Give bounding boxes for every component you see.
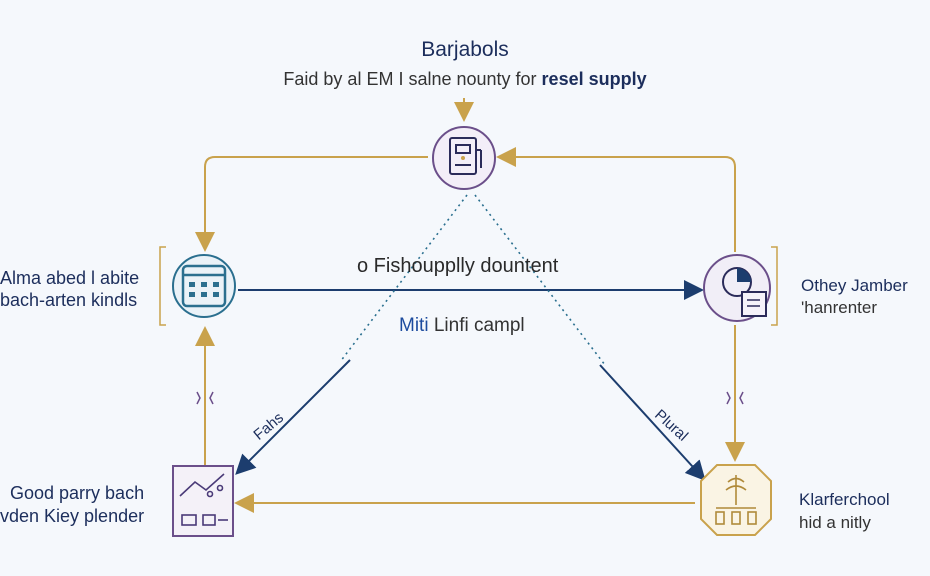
tick-marks-left [196, 391, 214, 405]
tree-emblem-icon [715, 475, 757, 525]
bottom-right-node-sublabel: hid a nitly [799, 513, 871, 532]
diagram-title: Barjabols [421, 38, 509, 61]
tick-marks-right [726, 391, 744, 405]
bottom-left-node-label: Good parry bach [10, 483, 145, 503]
mid-label: Miti Linfi campl [399, 315, 525, 337]
diagram-subtitle: Faid by al EM I salne nounty for resel s… [0, 69, 930, 90]
mid-label-rest: Linfi campl [428, 315, 525, 336]
calendar-icon [181, 264, 227, 308]
map-node[interactable] [172, 465, 234, 537]
document-chart-icon [722, 267, 767, 317]
subtitle-highlight: resel supply [541, 69, 647, 89]
bracket-right [771, 246, 778, 326]
calendar-node[interactable] [172, 254, 236, 318]
bottom-right-node-label: Klarferchool [799, 490, 890, 509]
dotted-right [474, 194, 606, 366]
map-icon [179, 473, 228, 526]
left-node-label: Alma abed l abite [0, 268, 140, 288]
printer-node[interactable] [432, 126, 496, 190]
connector-right-diagonal [599, 364, 706, 481]
printer-icon [449, 137, 482, 175]
center-edge-label: o Fishoupplly dountent [357, 255, 559, 277]
left-node-sublabel: bach-arten kindls [0, 290, 138, 310]
dotted-left [339, 194, 468, 363]
subtitle-prefix: Faid by al EM I salne nounty for [283, 69, 542, 89]
bottom-left-node-sublabel: vden Kiey plender [0, 506, 145, 526]
mid-label-highlight: Miti [399, 315, 429, 336]
connector-top-right [496, 147, 736, 252]
right-node-sublabel: 'hanrenter [801, 298, 878, 317]
connector-left-diagonal [235, 359, 351, 475]
right-node-label: Othey Jamber [801, 276, 908, 295]
badge-node[interactable] [700, 464, 772, 536]
document-node[interactable] [703, 254, 771, 322]
bracket-left [159, 246, 166, 326]
connector-top-left [195, 156, 428, 252]
